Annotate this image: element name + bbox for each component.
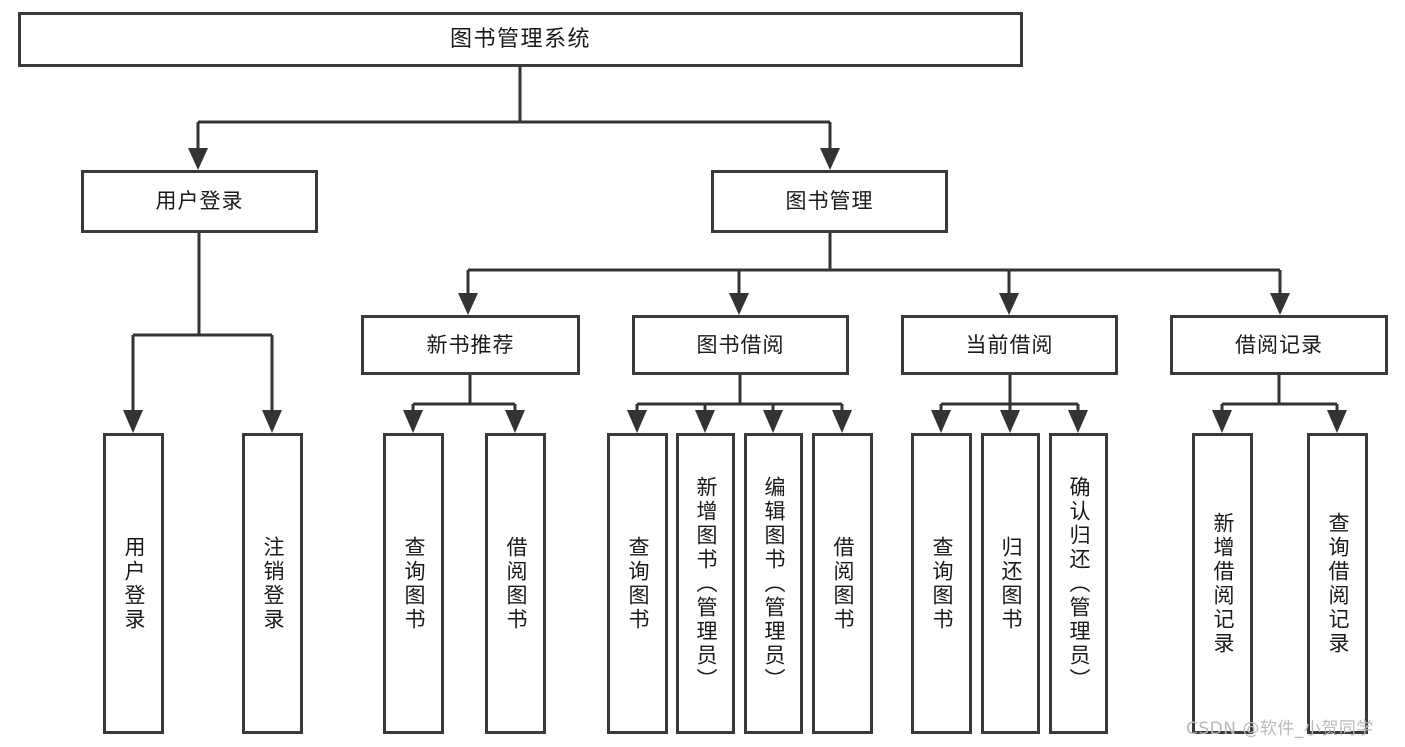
node-label: 注销登录 [261,535,285,632]
connector-bookborrow-to-leaves [627,375,852,433]
leaf-borrow-query-book[interactable]: 查询图书 [607,433,668,734]
node-label: 用户登录 [155,189,244,214]
connector-userlogin-to-leaves [123,233,282,433]
node-label: 用户登录 [122,535,146,632]
leaf-current-query-book[interactable]: 查询图书 [911,433,972,734]
leaf-logout[interactable]: 注销登录 [242,433,303,734]
connector-bookmgmt-to-level3 [458,233,1290,315]
leaf-user-login[interactable]: 用户登录 [103,433,164,734]
node-label: 新增借阅记录 [1211,511,1235,656]
node-label: 图书借阅 [696,332,785,357]
node-label: 借阅图书 [504,535,528,632]
node-label: 查询图书 [626,535,650,632]
node-label: 查询图书 [402,535,426,632]
leaf-record-add-borrow-record[interactable]: 新增借阅记录 [1192,433,1253,734]
leaf-borrow-edit-book-admin[interactable]: 编辑图书（管理员） [744,433,803,734]
node-root-book-management-system[interactable]: 图书管理系统 [18,12,1023,67]
leaf-record-query-borrow-record[interactable]: 查询借阅记录 [1307,433,1368,734]
node-label: 查询借阅记录 [1326,511,1350,656]
node-label: 编辑图书（管理员） [762,475,786,692]
node-label: 借阅图书 [831,535,855,632]
node-label: 新增图书（管理员） [694,475,718,692]
connector-root-to-level2 [188,67,840,170]
connector-borrowrecord-to-leaves [1212,375,1347,433]
connector-currentborrow-to-leaves [931,375,1088,433]
leaf-current-confirm-return-admin[interactable]: 确认归还（管理员） [1049,433,1108,734]
node-user-login[interactable]: 用户登录 [81,170,318,233]
leaf-borrow-borrow-book[interactable]: 借阅图书 [812,433,873,734]
node-label: 当前借阅 [965,332,1054,357]
leaf-borrow-add-book-admin[interactable]: 新增图书（管理员） [676,433,735,734]
node-new-book-recommendation[interactable]: 新书推荐 [361,315,580,375]
node-book-management[interactable]: 图书管理 [711,170,948,233]
leaf-newbook-query-book[interactable]: 查询图书 [383,433,444,734]
node-label: 借阅记录 [1235,332,1323,357]
node-book-borrow[interactable]: 图书借阅 [632,315,849,375]
node-label: 确认归还（管理员） [1067,475,1091,692]
node-label: 新书推荐 [426,332,515,357]
connector-newbook-to-leaves [403,375,525,433]
leaf-current-return-book[interactable]: 归还图书 [981,433,1040,734]
csdn-watermark: CSDN @软件_小贺同学 [1186,719,1374,739]
node-current-borrow[interactable]: 当前借阅 [901,315,1118,375]
leaf-newbook-borrow-book[interactable]: 借阅图书 [485,433,546,734]
node-borrow-record[interactable]: 借阅记录 [1170,315,1388,375]
node-label: 图书管理 [785,189,874,214]
node-label: 图书管理系统 [449,26,591,52]
node-label: 查询图书 [930,535,954,632]
node-label: 归还图书 [999,535,1023,632]
